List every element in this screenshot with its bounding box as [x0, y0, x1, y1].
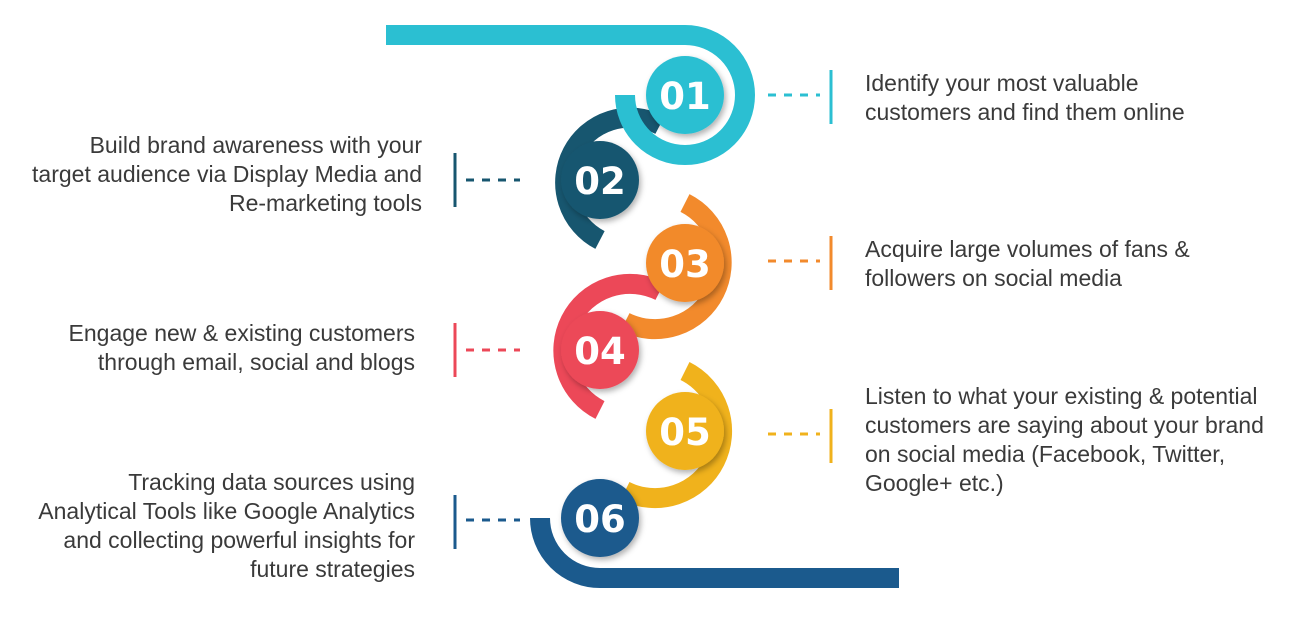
step-2-line-3: Re-marketing tools: [228, 190, 422, 216]
step-circle-3: 03: [646, 224, 724, 302]
step-number-1: 01: [659, 75, 711, 118]
step-number-5: 05: [659, 411, 711, 454]
ribbon-segment-4: [553, 273, 665, 419]
step-circle-1: 01: [646, 56, 724, 134]
step-5-line-1: Listen to what your existing & potential: [865, 383, 1258, 409]
step-circle-6: 06: [561, 479, 639, 557]
step-4-line-2: through email, social and blogs: [97, 349, 415, 375]
step-description-1: Identify your most valuable customers an…: [865, 69, 1185, 127]
step-1-line-1: Identify your most valuable: [865, 70, 1139, 96]
connector-3: [768, 236, 833, 290]
step-2-line-2: target audience via Display Media and: [32, 161, 422, 187]
step-circle-5: 05: [646, 392, 724, 470]
step-3-line-1: Acquire large volumes of fans &: [865, 236, 1190, 262]
step-description-3: Acquire large volumes of fans & follower…: [865, 235, 1190, 293]
connector-4: [453, 323, 520, 377]
step-2-line-1: Build brand awareness with your: [89, 132, 422, 158]
ribbon-segment-5: [620, 362, 733, 509]
step-number-4: 04: [574, 330, 626, 373]
step-5-line-3: on social media (Facebook, Twitter,: [865, 441, 1226, 467]
ribbon-segment-1: [386, 25, 755, 166]
step-6-line-1: Tracking data sources using: [128, 469, 415, 495]
step-1-line-2: customers and find them online: [865, 99, 1185, 125]
ribbon-segment-3: [620, 194, 732, 340]
step-description-2: Build brand awareness with your target a…: [32, 131, 422, 218]
step-6-line-4: future strategies: [250, 556, 415, 582]
ribbon-5: [620, 362, 733, 509]
ribbon-3: [620, 194, 732, 340]
step-6-line-3: and collecting powerful insights for: [63, 527, 415, 553]
step-5-line-2: customers are saying about your brand: [865, 412, 1264, 438]
step-description-6: Tracking data sources using Analytical T…: [38, 468, 415, 584]
step-description-4: Engage new & existing customers through …: [69, 319, 415, 377]
step-3-line-2: followers on social media: [865, 265, 1122, 291]
connector-1: [768, 70, 833, 124]
step-4-line-1: Engage new & existing customers: [68, 320, 415, 346]
step-number-2: 02: [574, 160, 626, 203]
step-number-3: 03: [659, 243, 711, 286]
connector-5: [768, 409, 833, 463]
ribbon-4: [553, 273, 665, 419]
step-6-line-2: Analytical Tools like Google Analytics: [38, 498, 415, 524]
connector-6: [453, 495, 520, 549]
step-5-line-4: Google+ etc.): [865, 470, 1004, 496]
step-circle-4: 04: [561, 311, 639, 389]
ribbon-segment-6: [530, 517, 899, 588]
connector-2: [453, 153, 520, 207]
step-number-6: 06: [574, 498, 626, 541]
ribbon-1: [386, 25, 755, 166]
ribbon-6: [530, 517, 899, 588]
step-circle-2: 02: [561, 141, 639, 219]
step-description-5: Listen to what your existing & potential…: [865, 382, 1264, 498]
